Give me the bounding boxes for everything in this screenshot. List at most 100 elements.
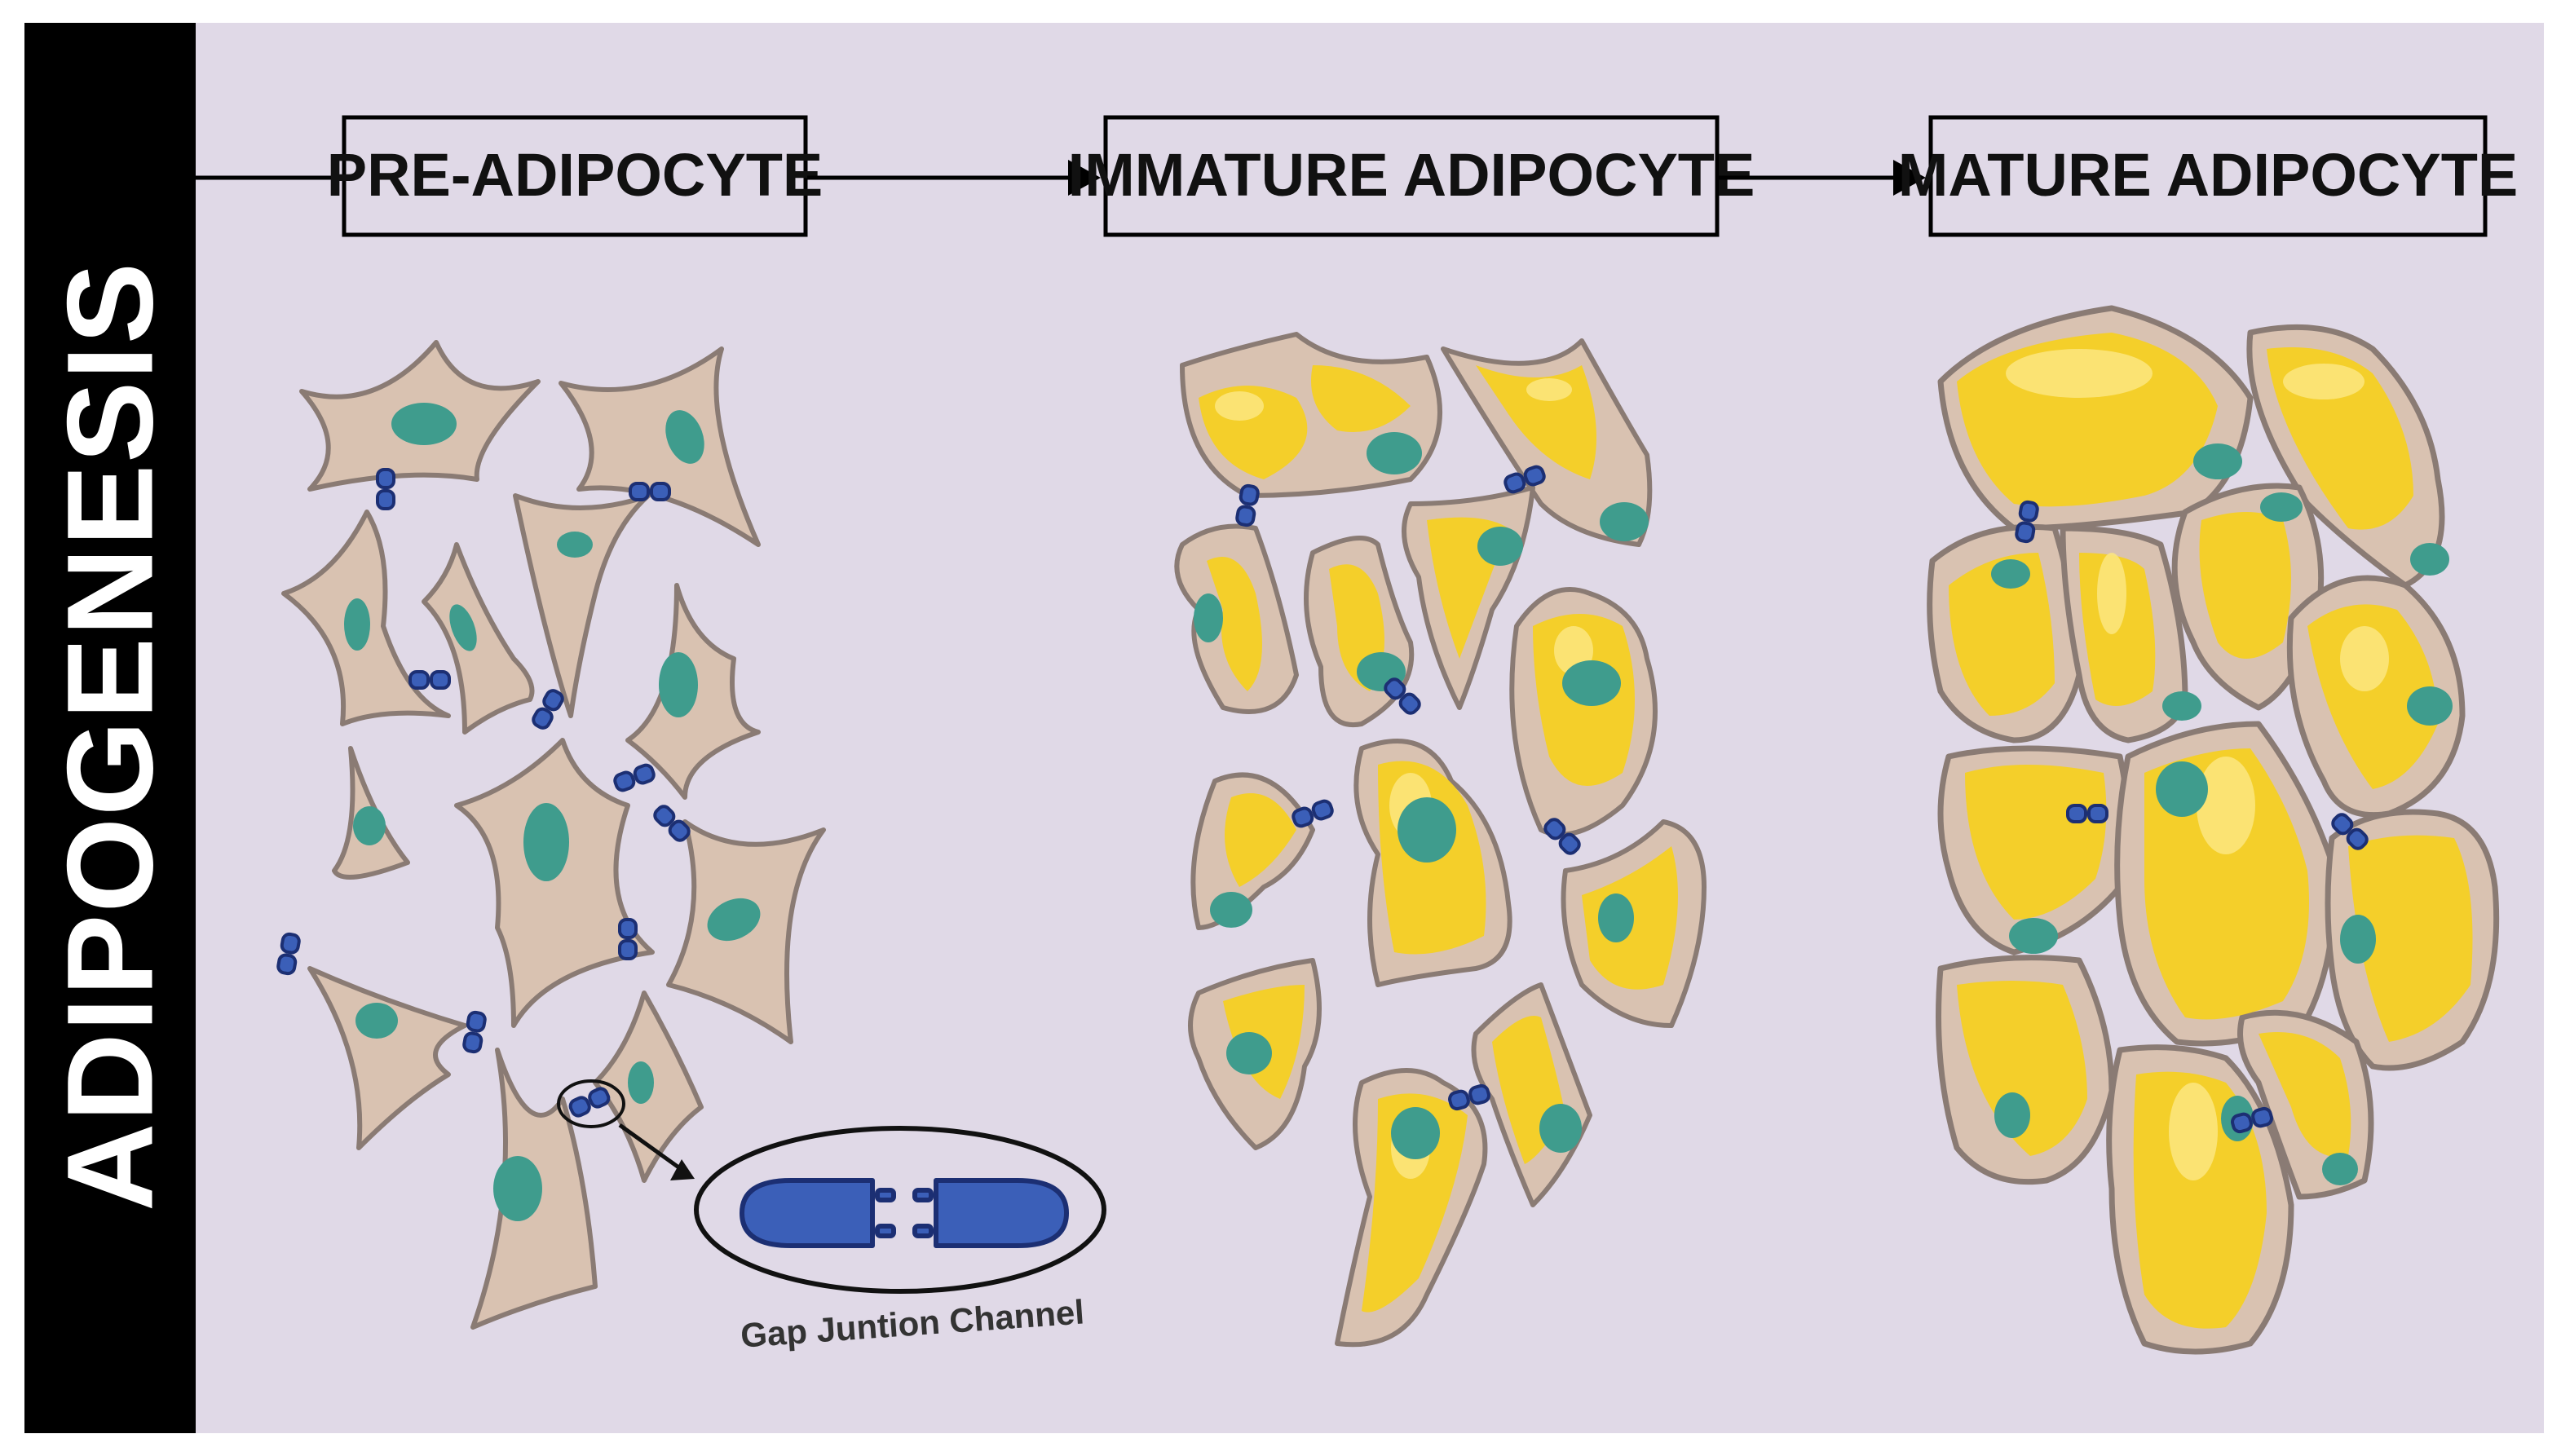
stage-label-pre-adipocyte: PRE-ADIPOCYTE: [327, 141, 823, 209]
lipid-droplet: [1207, 557, 1262, 691]
preadipocyte-cell: [307, 966, 467, 1150]
nucleus: [1991, 559, 2030, 589]
gap-junction-icon: [532, 689, 564, 730]
nucleus: [628, 1061, 654, 1104]
nucleus: [2009, 918, 2058, 954]
nucleus: [1391, 1107, 1440, 1159]
lipid-droplet: [1949, 553, 2055, 716]
nucleus: [2156, 761, 2208, 817]
nucleus: [2407, 686, 2453, 726]
lipid-droplet: [1225, 793, 1296, 887]
stage-box-pre-adipocyte: [342, 115, 808, 237]
lipid-droplet: [2259, 1032, 2351, 1158]
lipid-highlight: [1215, 391, 1264, 421]
zoom-pointer-line: [618, 1123, 685, 1173]
gap-junction-icon: [376, 468, 395, 510]
gap-junction-icon: [1384, 677, 1421, 715]
lipid-droplet: [1957, 981, 2087, 1156]
nucleus: [2322, 1153, 2358, 1185]
zoom-pointer-arrowhead: [670, 1159, 695, 1180]
nucleus: [1539, 1104, 1582, 1153]
nucleus: [2162, 691, 2201, 721]
nucleus: [659, 652, 698, 717]
nucleus: [449, 604, 477, 651]
gap-junction-icon: [2015, 500, 2039, 544]
gap-junction-icon: [629, 482, 671, 501]
gap-junction-icon: [408, 670, 451, 690]
nucleus: [2340, 915, 2376, 964]
nucleus: [355, 1003, 398, 1039]
inset-ellipse: [694, 1126, 1106, 1294]
nucleus: [1194, 593, 1223, 642]
gap-junction-icon: [276, 932, 301, 976]
nucleus: [523, 803, 569, 881]
lipid-droplet: [1965, 765, 2107, 920]
nucleus: [344, 598, 370, 651]
stage-box-immature-adipocyte: [1103, 115, 1720, 237]
gap-junction-icon: [618, 918, 638, 960]
gap-junction-icon: [613, 763, 656, 792]
lipid-highlight: [2340, 626, 2389, 691]
gap-junction-icon: [2331, 813, 2369, 850]
lipid-highlight: [2006, 349, 2153, 398]
nucleus: [2193, 443, 2242, 479]
nucleus: [557, 532, 593, 558]
lipid-highlight: [2097, 553, 2126, 634]
nucleus: [353, 806, 386, 845]
gap-junction-icon: [1503, 465, 1546, 494]
nucleus: [1598, 893, 1634, 942]
gap-junction-icon: [568, 1087, 611, 1118]
preadipocyte-cell: [559, 346, 761, 547]
gap-junction-icon: [1448, 1083, 1490, 1111]
lipid-droplet: [2307, 604, 2438, 789]
stage-label-mature-adipocyte: MATURE ADIPOCYTE: [1898, 141, 2519, 209]
stage-label-immature-adipocyte: IMMATURE ADIPOCYTE: [1068, 141, 1755, 209]
nucleus: [707, 898, 761, 942]
lipid-highlight: [2283, 364, 2365, 399]
nucleus: [2410, 543, 2449, 576]
gap-junctions: [276, 465, 2369, 1134]
zoom-source-circle: [557, 1079, 625, 1128]
gap-junction-icon: [1543, 818, 1581, 855]
lipid-highlight: [1526, 378, 1572, 401]
gap-junction-icon: [2066, 804, 2108, 823]
immature-nuclei: [1194, 432, 1649, 1159]
nucleus: [1562, 660, 1621, 706]
mature-lipid-highlights: [2006, 349, 2389, 1180]
preadipocyte-cell: [422, 542, 535, 735]
side-title-bar: [24, 23, 196, 1433]
lipid-droplet: [1311, 365, 1411, 432]
nucleus: [2260, 492, 2303, 522]
side-title: ADIPOGENESIS: [41, 261, 179, 1211]
lipid-droplet: [1362, 1093, 1468, 1313]
arrowhead-2: [1893, 160, 1926, 196]
nucleus: [1210, 892, 1252, 928]
lipid-highlight: [2169, 1083, 2218, 1180]
nucleus: [665, 410, 704, 464]
gap-junction-channel-icon: [740, 1178, 1069, 1248]
lipid-highlight: [2197, 757, 2255, 854]
nucleus: [1600, 502, 1649, 541]
gap-junction-icon: [653, 805, 691, 842]
stage-box-mature-adipocyte: [1928, 115, 2488, 237]
nucleus: [1994, 1092, 2030, 1138]
adipogenesis-figure: PRE-ADIPOCYTE IMMATURE ADIPOCYTE MATURE …: [24, 23, 2544, 1433]
preadipocyte-cell: [513, 493, 651, 718]
gap-junction-icon: [2231, 1106, 2273, 1134]
nucleus: [1398, 797, 1456, 863]
arrowhead-1: [1068, 160, 1101, 196]
nucleus: [493, 1156, 542, 1221]
gap-junction-icon: [462, 1010, 487, 1054]
nucleus: [1226, 1032, 1272, 1074]
mature-nuclei: [1991, 443, 2453, 1185]
lipid-droplet: [2199, 512, 2291, 659]
preadipocyte-cell: [454, 738, 655, 1028]
gap-junction-icon: [1292, 799, 1334, 828]
pre-adipocyte-nuclei: [344, 403, 761, 1221]
nucleus: [1367, 432, 1422, 474]
gap-junction-icon: [1235, 483, 1260, 527]
lipid-droplet: [2348, 835, 2473, 1042]
stage-flow: PRE-ADIPOCYTE IMMATURE ADIPOCYTE MATURE …: [196, 115, 2519, 237]
nucleus: [391, 403, 457, 445]
nucleus: [1477, 527, 1523, 566]
